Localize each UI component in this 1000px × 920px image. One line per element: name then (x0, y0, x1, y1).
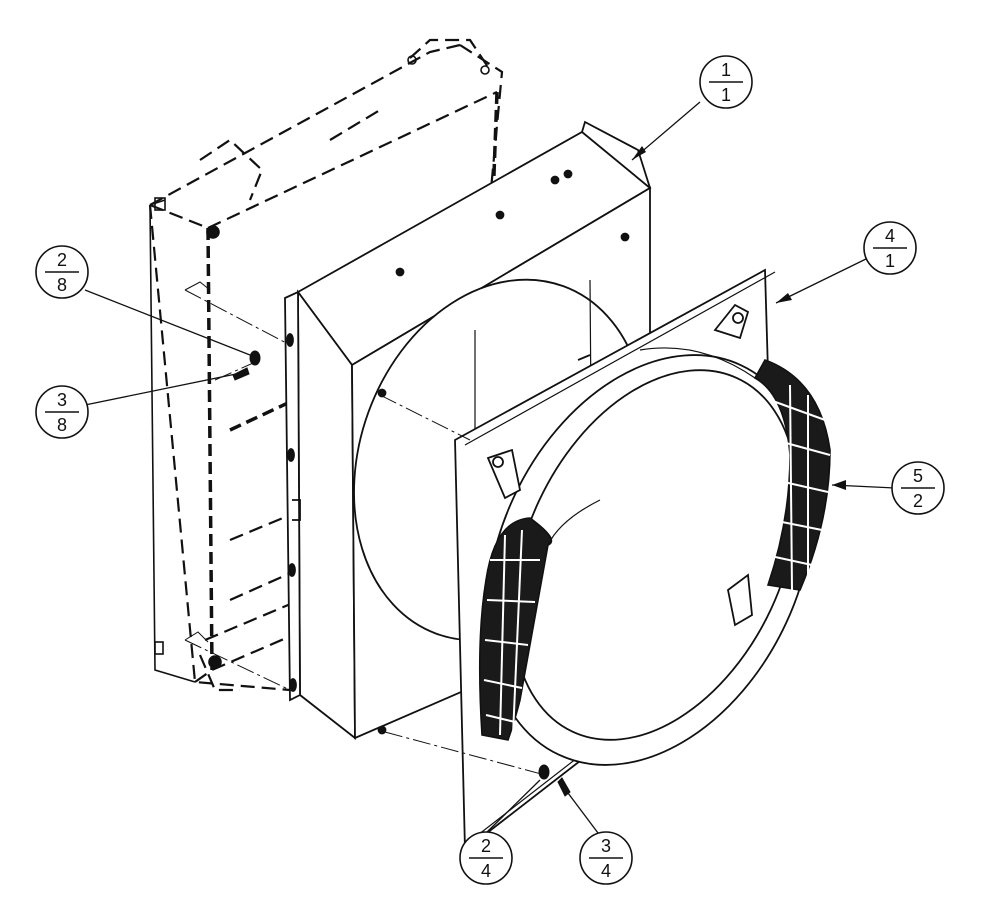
callout-item-number: 4 (885, 226, 895, 246)
callout-quantity: 4 (481, 861, 491, 881)
assembly-center-lines (184, 289, 546, 776)
fasteners (232, 350, 571, 797)
radiator-side-visible (149, 55, 490, 683)
callout-quantity: 8 (57, 415, 67, 435)
fan-shroud-box (284, 120, 652, 740)
leader-c-2-4 (486, 779, 541, 833)
center-line-marks (184, 281, 211, 643)
callout-bubble-c-2-8: 28 (35, 245, 89, 299)
callout-bubble-c-4-1: 41 (863, 221, 917, 275)
leader-c-4-1 (775, 257, 869, 304)
callout-item-number: 3 (601, 836, 611, 856)
callout-quantity: 1 (885, 251, 895, 271)
callout-quantity: 2 (913, 491, 923, 511)
mesh-guard (478, 347, 831, 741)
callout-bubble-c-2-4: 24 (459, 831, 513, 885)
callout-item-number: 2 (481, 836, 491, 856)
callout-bubble-c-3-4: 34 (579, 831, 633, 885)
fan-ring-plate (454, 268, 815, 852)
leader-c-3-4 (567, 792, 599, 834)
leader-c-3-8 (84, 373, 237, 406)
callout-bubble-c-1-1: 11 (699, 55, 753, 109)
callout-item-number: 5 (913, 466, 923, 486)
callout-item-number: 3 (57, 390, 67, 410)
callout-item-number: 2 (57, 250, 67, 270)
leader-arrowheads (632, 146, 846, 490)
callout-item-number: 1 (721, 60, 731, 80)
callout-quantity: 8 (57, 275, 67, 295)
callout-bubble-c-3-8: 38 (35, 385, 89, 439)
callout-bubble-c-5-2: 52 (891, 461, 945, 515)
callout-quantity: 1 (721, 85, 731, 105)
leader-c-2-8 (84, 289, 251, 356)
callout-quantity: 4 (601, 861, 611, 881)
